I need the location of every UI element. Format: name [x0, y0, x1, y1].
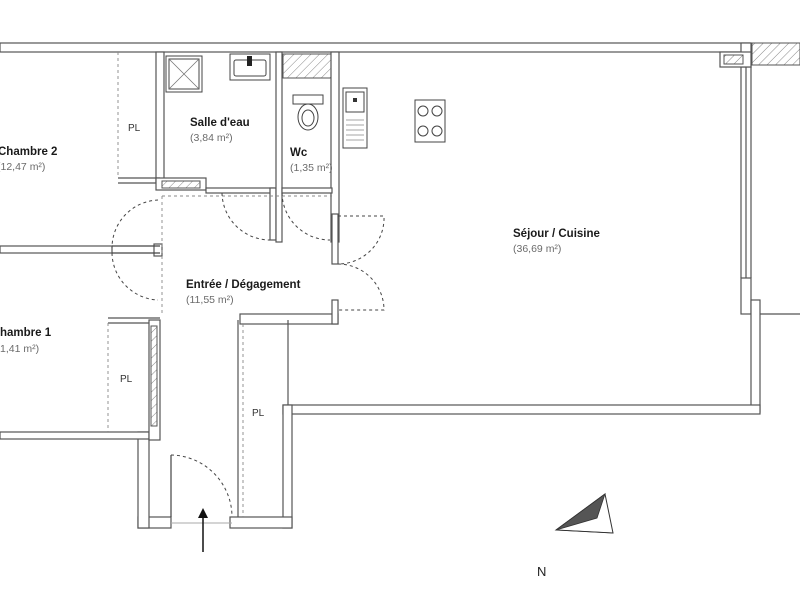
entree-name: Entrée / Dégagement — [186, 279, 301, 291]
chambre2-area: (12,47 m²) — [0, 161, 45, 173]
sejour-name: Séjour / Cuisine — [513, 228, 600, 240]
chambre2-name: Chambre 2 — [0, 146, 57, 158]
chambre2-door — [111, 199, 160, 249]
salle-eau-name: Salle d'eau — [190, 117, 250, 129]
north-label: N — [537, 564, 546, 579]
terrace-hatch — [751, 42, 800, 66]
chambre1-door — [111, 252, 160, 301]
kitchen-sink-icon — [342, 87, 368, 149]
compass-icon — [554, 492, 614, 534]
salle-eau-left-wall — [155, 51, 165, 183]
entry-door — [170, 454, 233, 524]
closet-label: PL — [120, 374, 133, 385]
entry-right-wall — [282, 404, 293, 529]
sejour-left-wall — [331, 213, 339, 265]
entry-arrow-icon — [198, 508, 208, 552]
sejour-area: (36,69 m²) — [513, 243, 561, 255]
wc-door — [281, 192, 331, 241]
chambre1-name: hambre 1 — [0, 327, 52, 339]
closet-label: PL — [252, 408, 265, 419]
entree-area: (11,55 m²) — [186, 294, 234, 306]
wc-left-wall — [275, 51, 283, 243]
salle-eau-area: (3,84 m²) — [190, 132, 233, 144]
shower-icon — [165, 55, 203, 93]
sejour-door — [337, 215, 385, 311]
top-wall — [0, 42, 752, 68]
wc-area: (1,35 m²) — [290, 162, 333, 174]
salle-eau-door — [221, 192, 271, 241]
entry-left-wall — [137, 431, 150, 529]
sejour-bottom-wall — [282, 404, 761, 415]
toilet-icon — [292, 94, 324, 131]
cooktop-icon — [414, 99, 446, 143]
right-wall — [740, 67, 800, 413]
bedroom-separation-wall — [0, 245, 113, 254]
chambre1-area: 1,41 m²) — [0, 343, 39, 355]
entry-bottom-wall-right — [229, 516, 293, 529]
washbasin-icon — [229, 53, 271, 81]
closet-label: PL — [128, 123, 141, 134]
chambre1-bottom-wall — [0, 431, 150, 440]
wc-name: Wc — [290, 147, 308, 159]
